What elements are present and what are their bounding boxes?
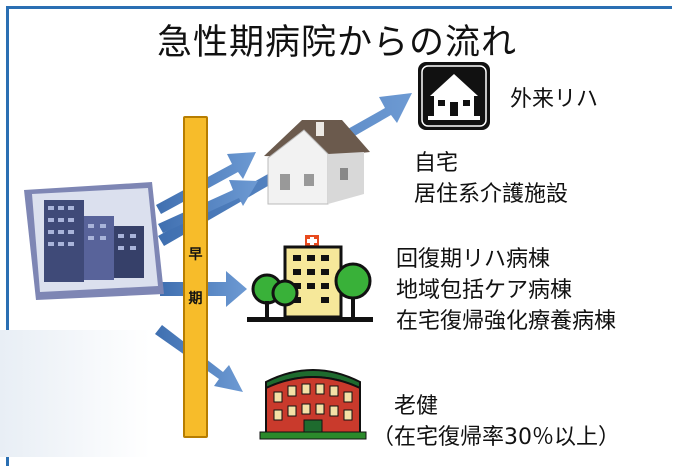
house-icon <box>264 120 370 205</box>
frame-border <box>6 6 672 466</box>
diagram-title: 急性期病院からの流れ <box>156 23 517 63</box>
phase-label-char-1: 早 <box>188 247 203 263</box>
phase-label-char-2: 期 <box>188 291 203 307</box>
background-fade <box>0 330 150 457</box>
label-home: 自宅 <box>414 151 459 176</box>
label-home-return-rate: （在宅復帰率30％以上） <box>372 425 620 450</box>
label-roken: 老健 <box>394 394 439 419</box>
rehab-hospital-icon <box>247 235 373 322</box>
label-outpatient-rehab: 外来リハ <box>510 87 599 112</box>
care-facility-icon <box>259 369 367 440</box>
hospital-building-icon <box>24 182 164 300</box>
label-community-care-ward: 地域包括ケア病棟 <box>396 278 573 303</box>
label-residential-care: 居住系介護施設 <box>414 182 569 207</box>
label-convalescent-rehab-ward: 回復期リハ病棟 <box>396 247 551 272</box>
label-home-return-care-ward: 在宅復帰強化療養病棟 <box>396 309 617 334</box>
clinic-icon <box>418 62 490 130</box>
early-phase-bar <box>183 116 208 438</box>
